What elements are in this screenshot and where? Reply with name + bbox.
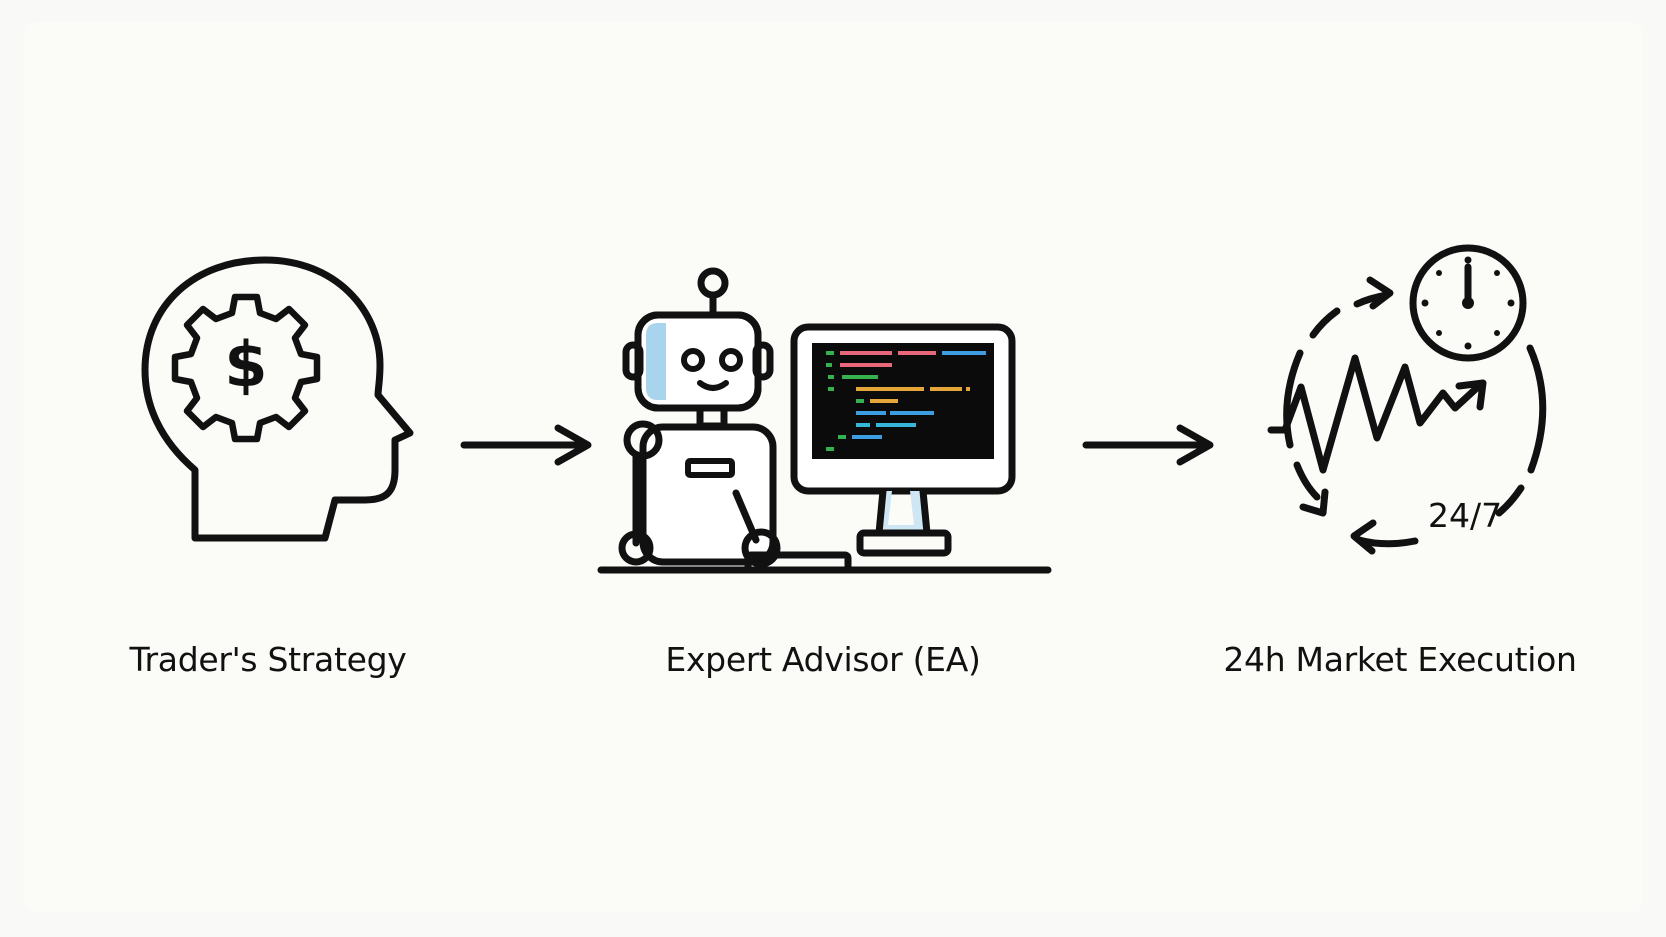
code-lines — [826, 351, 986, 451]
step-label-expert-advisor: Expert Advisor (EA) — [665, 640, 981, 679]
arrow-right-icon — [1082, 424, 1214, 466]
robot-computer-icon — [597, 267, 1052, 574]
zigzag-chart-icon — [1267, 354, 1487, 474]
clock-cycle-chart-icon: 24/7 — [1267, 244, 1547, 555]
execution-badge: 24/7 — [1428, 496, 1502, 535]
head-gear-dollar-icon: $ — [141, 256, 414, 542]
cycle-arrows-icon — [1283, 276, 1547, 555]
clock-icon — [1409, 244, 1527, 362]
gear-icon — [171, 293, 321, 443]
step-label-traders-strategy: Trader's Strategy — [129, 640, 407, 679]
step-label-market-execution: 24h Market Execution — [1223, 640, 1577, 679]
arrow-right-icon — [460, 424, 592, 466]
dollar-sign: $ — [224, 328, 267, 401]
